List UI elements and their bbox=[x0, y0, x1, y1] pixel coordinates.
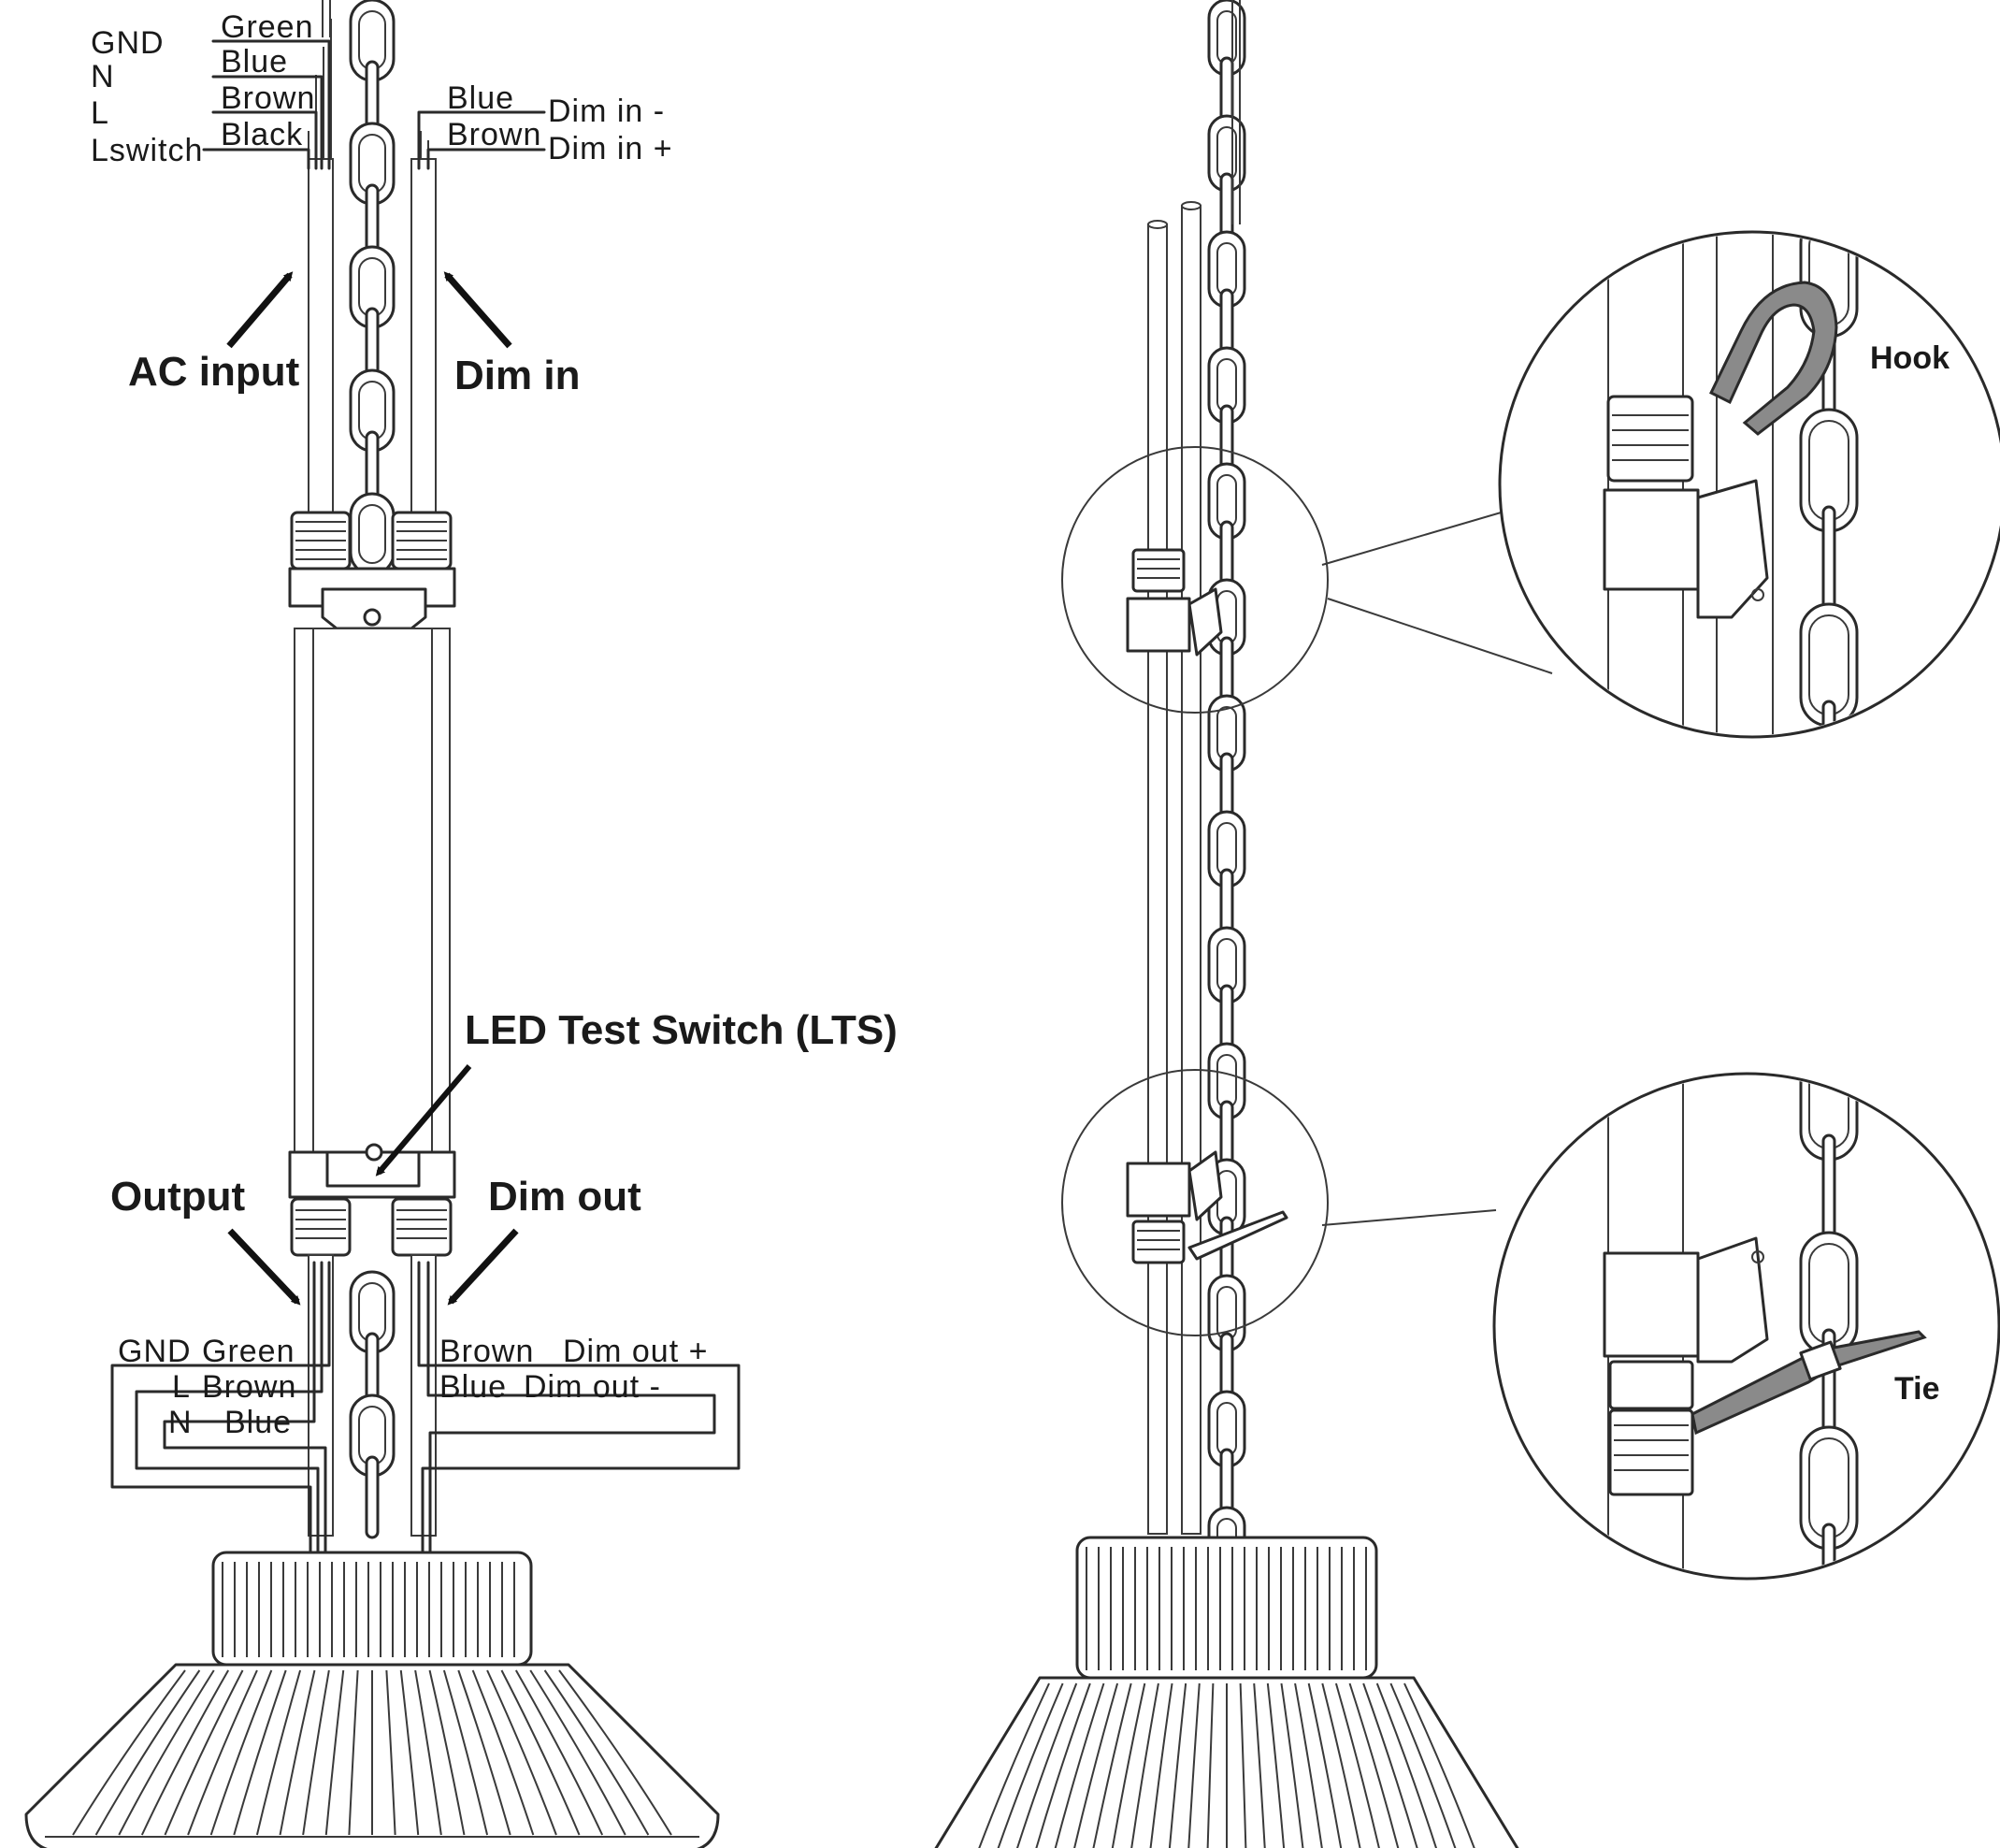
arrow-icon bbox=[447, 1228, 519, 1306]
chain-icon bbox=[349, 0, 396, 1539]
hook-detail-bubble: Hook bbox=[1498, 230, 2000, 739]
ac-black-label: Black bbox=[221, 117, 303, 152]
chain-icon bbox=[1207, 0, 1246, 1584]
ac-l-label: L bbox=[91, 95, 109, 131]
arrow-icon bbox=[443, 271, 512, 349]
ac-brown-label: Brown bbox=[221, 80, 315, 116]
dimin-brown-label: Brown bbox=[447, 117, 541, 152]
dim-out-wires bbox=[417, 1261, 741, 1554]
ac-n-label: N bbox=[91, 59, 115, 94]
left-wiring-diagram: GND N L Lswitch Green Blue Brown Black B… bbox=[24, 0, 898, 1848]
lamp-heatsink-icon bbox=[934, 1536, 1519, 1848]
arrow-icon bbox=[227, 1228, 301, 1306]
out-blue-label: Blue bbox=[224, 1405, 292, 1440]
ac-wire-leaders bbox=[202, 39, 331, 170]
dim-out-callout: Dim out bbox=[488, 1174, 641, 1220]
lamp-heatsink-icon bbox=[24, 1551, 720, 1848]
right-installation-diagram: Hook Tie bbox=[934, 0, 2000, 1848]
dim-in-plus-label: Dim in + bbox=[548, 131, 673, 166]
arrow-icon bbox=[375, 1064, 472, 1177]
dimin-blue-label: Blue bbox=[447, 80, 514, 116]
dim-in-callout: Dim in bbox=[454, 353, 580, 398]
tie-label: Tie bbox=[1894, 1371, 1940, 1407]
out-l-label: L bbox=[172, 1369, 191, 1405]
ac-green-label: Green bbox=[221, 9, 314, 45]
dim-out-minus-label: Dim out - bbox=[524, 1369, 661, 1405]
arrow-icon bbox=[226, 271, 294, 349]
ac-lswitch-label: Lswitch bbox=[91, 133, 203, 168]
hook-icon bbox=[1709, 281, 1838, 436]
upper-zoom-source bbox=[1061, 446, 1329, 714]
ac-gnd-label: GND bbox=[91, 25, 165, 61]
out-n-label: N bbox=[168, 1405, 193, 1440]
upper-gland-housing bbox=[288, 511, 456, 1172]
out-gnd-label: GND bbox=[118, 1334, 192, 1369]
output-callout: Output bbox=[110, 1174, 246, 1220]
output-wires bbox=[110, 1261, 331, 1554]
out-brown-label: Brown bbox=[202, 1369, 296, 1405]
out-green-label: Green bbox=[202, 1334, 295, 1369]
dim-in-minus-label: Dim in - bbox=[548, 94, 665, 129]
hook-label: Hook bbox=[1870, 340, 1950, 376]
lts-callout: LED Test Switch (LTS) bbox=[465, 1007, 898, 1053]
lower-zoom-source bbox=[1061, 1069, 1329, 1336]
dimout-blue-label: Blue bbox=[439, 1369, 507, 1405]
dimout-brown-label: Brown bbox=[439, 1334, 534, 1369]
dim-in-leaders bbox=[417, 110, 546, 170]
ac-input-callout: AC input bbox=[128, 349, 300, 395]
tie-detail-bubble: Tie bbox=[1492, 1072, 2000, 1581]
dim-out-plus-label: Dim out + bbox=[563, 1334, 708, 1369]
ac-blue-label: Blue bbox=[221, 44, 288, 79]
dim-in-cable bbox=[410, 131, 437, 515]
